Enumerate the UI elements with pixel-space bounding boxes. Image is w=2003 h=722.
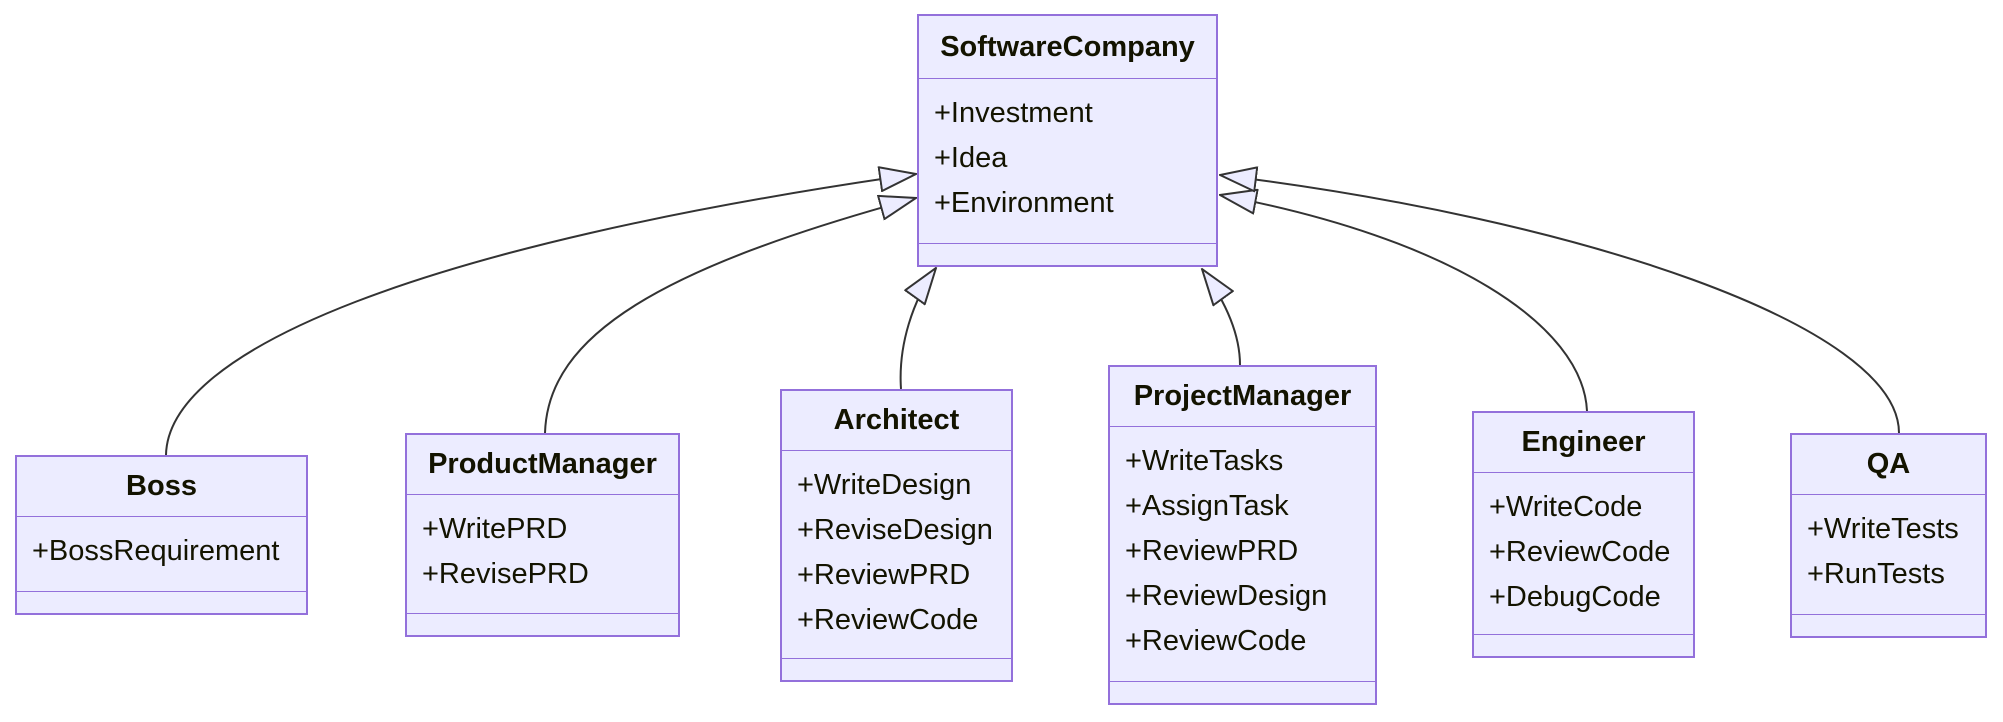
class-attribute: +ReviewPRD: [1125, 535, 1299, 567]
class-box-boss: Boss +BossRequirement: [15, 455, 308, 615]
class-attributes: +Investment +Idea +Environment: [919, 79, 1216, 244]
class-title: SoftwareCompany: [919, 16, 1216, 79]
class-attribute: +WriteTests: [1807, 513, 1959, 545]
class-attributes: +WritePRD +RevisePRD: [407, 495, 678, 614]
class-attributes: +BossRequirement: [17, 517, 306, 592]
class-attribute: +ReviseDesign: [797, 514, 993, 546]
class-methods-empty: [17, 592, 306, 613]
class-title: Boss: [17, 457, 306, 517]
class-attribute: +RunTests: [1807, 558, 1945, 590]
class-box-projectmanager: ProjectManager +WriteTasks +AssignTask +…: [1108, 365, 1377, 705]
class-methods-empty: [782, 659, 1011, 680]
class-box-architect: Architect +WriteDesign +ReviseDesign +Re…: [780, 389, 1013, 682]
class-attribute: +WriteCode: [1489, 491, 1643, 523]
inheritance-edge-projectmanager-softwarecompany: [1202, 269, 1241, 366]
class-box-softwarecompany: SoftwareCompany +Investment +Idea +Envir…: [917, 14, 1218, 267]
class-attribute: +Idea: [934, 142, 1008, 174]
class-attribute: +DebugCode: [1489, 581, 1661, 613]
class-attribute: +ReviewCode: [1125, 625, 1307, 657]
class-methods-empty: [1110, 682, 1375, 703]
class-attributes: +WriteDesign +ReviseDesign +ReviewPRD +R…: [782, 451, 1011, 659]
class-box-engineer: Engineer +WriteCode +ReviewCode +DebugCo…: [1472, 411, 1695, 658]
class-box-qa: QA +WriteTests +RunTests: [1790, 433, 1987, 638]
class-attributes: +WriteTests +RunTests: [1792, 495, 1985, 615]
class-attribute: +WriteTasks: [1125, 445, 1284, 477]
class-title: ProjectManager: [1110, 367, 1375, 427]
class-attribute: +WritePRD: [422, 513, 568, 545]
class-title: ProductManager: [407, 435, 678, 495]
class-attribute: +RevisePRD: [422, 558, 589, 590]
class-attribute: +ReviewDesign: [1125, 580, 1328, 612]
class-attributes: +WriteTasks +AssignTask +ReviewPRD +Revi…: [1110, 427, 1375, 682]
class-attribute: +ReviewCode: [797, 604, 979, 636]
class-attribute: +AssignTask: [1125, 490, 1289, 522]
class-box-productmanager: ProductManager +WritePRD +RevisePRD: [405, 433, 680, 637]
class-attribute: +ReviewCode: [1489, 536, 1671, 568]
class-attribute: +WriteDesign: [797, 469, 972, 501]
inheritance-edge-architect-softwarecompany: [899, 268, 936, 390]
class-title: Architect: [782, 391, 1011, 451]
class-methods-empty: [1474, 635, 1693, 656]
class-attribute: +Investment: [934, 97, 1093, 129]
class-methods-empty: [1792, 615, 1985, 636]
class-attribute: +BossRequirement: [32, 535, 280, 567]
class-methods-empty: [919, 244, 1216, 265]
class-attribute: +Environment: [934, 187, 1114, 219]
class-methods-empty: [407, 614, 678, 635]
class-title: Engineer: [1474, 413, 1693, 473]
class-attributes: +WriteCode +ReviewCode +DebugCode: [1474, 473, 1693, 635]
class-title: QA: [1792, 435, 1985, 495]
class-attribute: +ReviewPRD: [797, 559, 971, 591]
